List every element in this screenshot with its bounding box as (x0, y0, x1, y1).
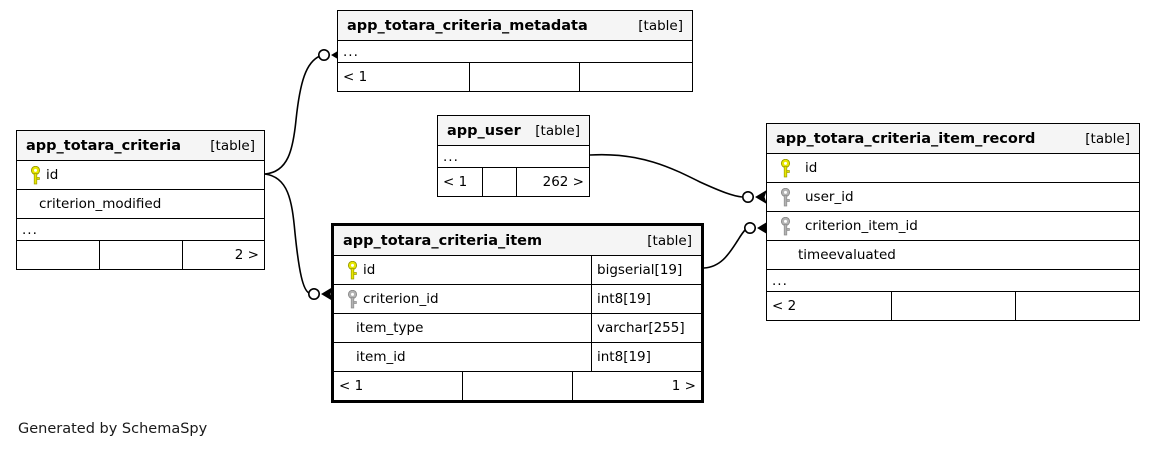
column-name-cell: id (334, 256, 591, 284)
footer-middle (99, 241, 181, 269)
footer-child-count (579, 63, 692, 91)
table-row: user_id (767, 183, 1139, 212)
ellipsis-label: ... (22, 221, 38, 238)
table-title: app_totara_criteria_item_record (776, 130, 1036, 147)
table-app-totara-criteria-item-record[interactable]: app_totara_criteria_item_record [table] … (766, 123, 1140, 321)
footer-child-count: 1 > (572, 372, 701, 400)
footer-parent-count: < 1 (339, 378, 364, 394)
footer-child-count (1015, 292, 1139, 320)
footer-parent-count: < 1 (343, 69, 368, 85)
column-label: user_id (805, 189, 854, 205)
column-name-cell: criterion_item_id (767, 212, 1139, 240)
table-row-ellipsis: ... (338, 41, 692, 63)
table-row-ellipsis: ... (17, 219, 264, 241)
relationship-criteria-to-metadata (264, 47, 343, 175)
table-header: app_totara_criteria [table] (17, 131, 264, 161)
table-title: app_totara_criteria (26, 137, 181, 154)
table-header: app_totara_criteria_item [table] (334, 226, 701, 256)
table-header: app_totara_criteria_item_record [table] (767, 124, 1139, 154)
relationship-criteria-to-criteria-item (264, 173, 333, 302)
table-row: id (17, 161, 264, 190)
column-label: id (46, 167, 59, 183)
table-row: item_id int8[19] (334, 343, 701, 372)
table-footer: < 1 262 > (438, 168, 589, 196)
footer-parent-count (17, 241, 99, 269)
relationship-user-to-item-record (589, 153, 767, 205)
footer-middle (482, 168, 516, 196)
table-app-totara-criteria[interactable]: app_totara_criteria [table] id criterion… (16, 130, 265, 270)
table-type-tag: [table] (535, 122, 580, 139)
relationship-criteria-item-to-item-record (703, 220, 769, 269)
column-label: id (363, 262, 376, 278)
table-header: app_user [table] (438, 116, 589, 146)
footer-parent-count: < 2 (772, 298, 797, 314)
table-type-tag: [table] (647, 232, 692, 249)
table-row: criterion_item_id (767, 212, 1139, 241)
table-title: app_totara_criteria_metadata (347, 17, 588, 34)
ellipsis-label: ... (343, 43, 359, 60)
column-name-cell: ... (338, 41, 692, 62)
foreign-key-icon (774, 187, 796, 207)
table-header: app_totara_criteria_metadata [table] (338, 11, 692, 41)
table-footer: < 1 (338, 63, 692, 91)
table-app-totara-criteria-metadata[interactable]: app_totara_criteria_metadata [table] ...… (337, 10, 693, 92)
column-label: item_type (356, 320, 424, 336)
primary-key-icon (774, 158, 796, 178)
table-app-user[interactable]: app_user [table] ... < 1 262 > (437, 115, 590, 197)
primary-key-icon (24, 165, 46, 185)
ellipsis-label: ... (443, 148, 459, 165)
table-footer: < 2 (767, 292, 1139, 320)
footer-middle (462, 372, 572, 400)
table-type-tag: [table] (210, 137, 255, 154)
primary-key-icon (341, 260, 363, 280)
column-name-cell: id (17, 161, 264, 189)
column-name-cell: ... (17, 219, 264, 240)
column-name-cell: timeevaluated (767, 241, 1139, 269)
generated-by-caption: Generated by SchemaSpy (18, 421, 208, 437)
ellipsis-label: ... (772, 272, 788, 289)
table-app-totara-criteria-item[interactable]: app_totara_criteria_item [table] id bigs… (331, 223, 704, 403)
footer-parent-count: < 1 (443, 174, 468, 190)
column-name-cell: ... (767, 270, 1139, 291)
column-name-cell: user_id (767, 183, 1139, 211)
column-name-cell: id (767, 154, 1139, 182)
column-label: id (805, 160, 818, 176)
table-row: id bigserial[19] (334, 256, 701, 285)
column-name-cell: criterion_id (334, 285, 591, 313)
column-name-cell: item_id (334, 343, 591, 371)
column-label: criterion_id (363, 291, 439, 307)
column-name-cell: ... (438, 146, 589, 167)
column-type: varchar[255] (591, 314, 701, 342)
table-title: app_user (447, 122, 521, 139)
table-row-ellipsis: ... (767, 270, 1139, 292)
table-footer: < 1 1 > (334, 372, 701, 400)
column-type: bigserial[19] (591, 256, 701, 284)
column-type: int8[19] (591, 343, 701, 371)
table-type-tag: [table] (638, 17, 683, 34)
table-row: item_type varchar[255] (334, 314, 701, 343)
footer-child-count: 262 > (516, 168, 589, 196)
table-row-ellipsis: ... (438, 146, 589, 168)
column-type: int8[19] (591, 285, 701, 313)
column-label: criterion_modified (39, 196, 162, 212)
table-row: timeevaluated (767, 241, 1139, 270)
table-row: criterion_modified (17, 190, 264, 219)
table-row: id (767, 154, 1139, 183)
table-row: criterion_id int8[19] (334, 285, 701, 314)
column-label: criterion_item_id (805, 218, 918, 234)
footer-middle (469, 63, 579, 91)
footer-middle (891, 292, 1015, 320)
table-footer: 2 > (17, 241, 264, 269)
column-label: timeevaluated (798, 247, 896, 263)
table-type-tag: [table] (1085, 130, 1130, 147)
column-name-cell: criterion_modified (17, 190, 264, 218)
table-title: app_totara_criteria_item (343, 232, 543, 249)
column-label: item_id (356, 349, 406, 365)
foreign-key-icon (774, 216, 796, 236)
foreign-key-icon (341, 289, 363, 309)
column-name-cell: item_type (334, 314, 591, 342)
footer-child-count: 2 > (181, 241, 264, 269)
